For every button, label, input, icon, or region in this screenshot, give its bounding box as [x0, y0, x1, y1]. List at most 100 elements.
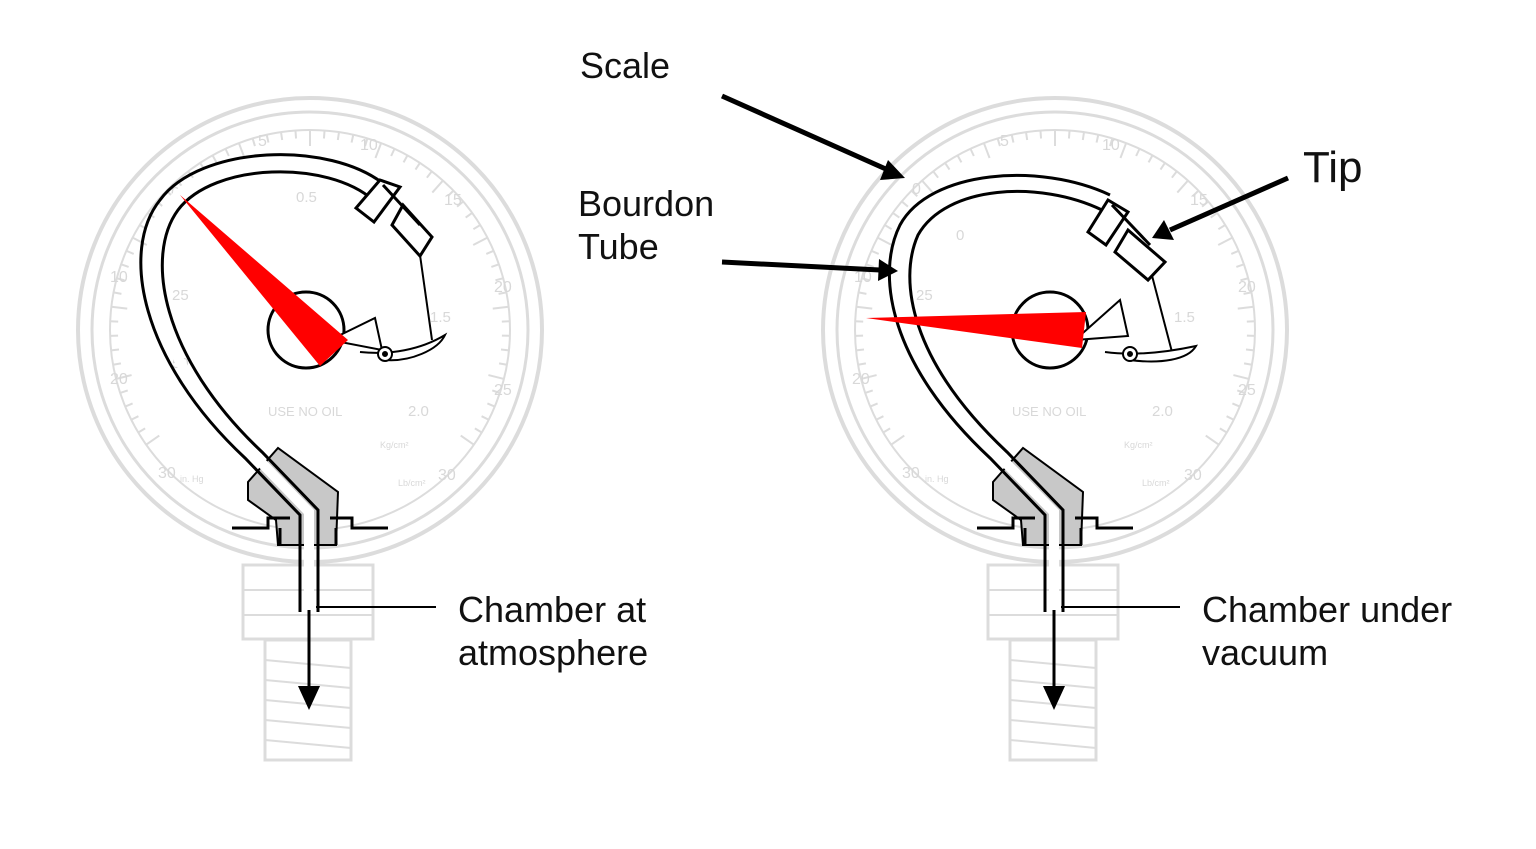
scale-tick — [945, 163, 949, 170]
scale-tick — [120, 390, 128, 393]
scale-tick — [1233, 375, 1249, 379]
scale-tick — [1149, 155, 1153, 162]
scale-tick — [1161, 163, 1165, 170]
unit-label: Lb/cm² — [1142, 478, 1170, 488]
scale-tick — [473, 225, 480, 229]
scale-tick — [856, 350, 864, 351]
scale-tick — [883, 428, 890, 432]
caption-right-line2: vacuum — [1202, 631, 1452, 674]
caption-left-line1: Chamber at — [458, 588, 648, 631]
tip-arrow — [1170, 178, 1288, 230]
scale-tick — [391, 149, 394, 156]
scale-tick — [1244, 363, 1252, 364]
scale-tick — [404, 155, 408, 162]
scale-tick — [1012, 135, 1014, 143]
scale-number: 30 — [438, 467, 456, 484]
scale-tick — [501, 350, 509, 351]
scale-tick — [126, 251, 133, 254]
scale-tick — [1097, 135, 1099, 143]
scale-tick — [499, 363, 507, 364]
scale-tick — [1218, 225, 1225, 229]
bourdon-tube-label-line2: Tube — [578, 225, 714, 268]
scale-tick — [1172, 171, 1177, 177]
dial-text: USE NO OIL — [1012, 404, 1086, 419]
scale-tick — [933, 171, 938, 177]
scale-tick — [1220, 428, 1227, 432]
scale-number: 10 — [360, 137, 378, 154]
caption-left: Chamber at atmosphere — [458, 588, 648, 674]
scale-tick — [475, 428, 482, 432]
scale-tick — [893, 213, 899, 218]
scale-tick — [1227, 416, 1234, 420]
bourdon-tube-label: Bourdon Tube — [578, 182, 714, 268]
caption-right-line1: Chamber under — [1202, 588, 1452, 631]
scale-tick — [1231, 251, 1238, 254]
scale-number: 20 — [852, 371, 870, 388]
scale-number: 2.0 — [1152, 403, 1173, 420]
scale-number: 20 — [494, 279, 512, 296]
scale-tick — [958, 155, 962, 162]
scale-number: 15 — [1190, 192, 1208, 209]
scale-number: 25 — [916, 287, 933, 304]
scale-tick — [482, 416, 489, 420]
scale-number: 2.0 — [408, 403, 429, 420]
scale-tick — [121, 264, 129, 267]
scale-number: 30 — [902, 465, 920, 482]
scale-tick — [891, 436, 904, 445]
scale-number: 1.5 — [1174, 309, 1195, 326]
scale-tick — [970, 149, 973, 156]
scale-tick — [111, 307, 127, 309]
scale-tick — [1218, 238, 1232, 245]
scale-tick — [876, 416, 883, 420]
scale-tick — [878, 238, 892, 245]
scale-tick — [466, 213, 472, 218]
scale-tick — [146, 436, 159, 445]
scale-tick — [114, 292, 122, 294]
scale-tick — [295, 131, 296, 139]
unit-label: in. Hg — [925, 474, 949, 484]
scale-tick — [281, 132, 282, 140]
scale-number: 0.5 — [296, 189, 317, 206]
caption-right: Chamber under vacuum — [1202, 588, 1452, 674]
scale-number: 30 — [158, 465, 176, 482]
scale-tick — [338, 132, 339, 140]
scale-tick — [870, 403, 877, 406]
scale-tick — [239, 143, 245, 158]
scale-tick — [885, 225, 892, 229]
bourdon-tube-arrow — [722, 262, 880, 270]
unit-label: Kg/cm² — [1124, 440, 1153, 450]
gauge-left-linkage — [330, 255, 445, 361]
scale-number: 20 — [1238, 279, 1256, 296]
scale-tick — [473, 238, 487, 245]
scale-tick — [1177, 181, 1188, 193]
scale-tick — [865, 390, 873, 393]
scale-tick — [1232, 403, 1239, 406]
scale-label: Scale — [580, 44, 670, 87]
scale-tick — [432, 181, 443, 193]
scale-tick — [113, 363, 121, 364]
scale-tick — [213, 155, 217, 162]
dial-text: USE NO OIL — [268, 404, 342, 419]
scale-tick — [856, 307, 872, 309]
scale-tick — [1026, 132, 1027, 140]
scale-number: 15 — [444, 192, 462, 209]
scale-number: 20 — [110, 371, 128, 388]
scale-tick — [488, 375, 504, 379]
pointer-left — [180, 195, 348, 366]
scale-tick — [871, 251, 878, 254]
scale-tick — [1040, 131, 1041, 139]
scale-tick — [1083, 132, 1084, 140]
scale-tick — [1069, 131, 1070, 139]
scale-number: 25 — [1238, 382, 1256, 399]
scale-number: 25 — [494, 382, 512, 399]
scale-number: 0 — [956, 227, 964, 244]
scale-tick — [253, 138, 255, 146]
scale-tick — [1238, 307, 1254, 309]
scale-tick — [131, 416, 138, 420]
scale-tick — [352, 135, 354, 143]
scale-tick — [324, 131, 325, 139]
scale-tick — [1136, 149, 1139, 156]
scale-number: 5 — [258, 133, 267, 150]
scale-number: 10 — [110, 269, 128, 286]
